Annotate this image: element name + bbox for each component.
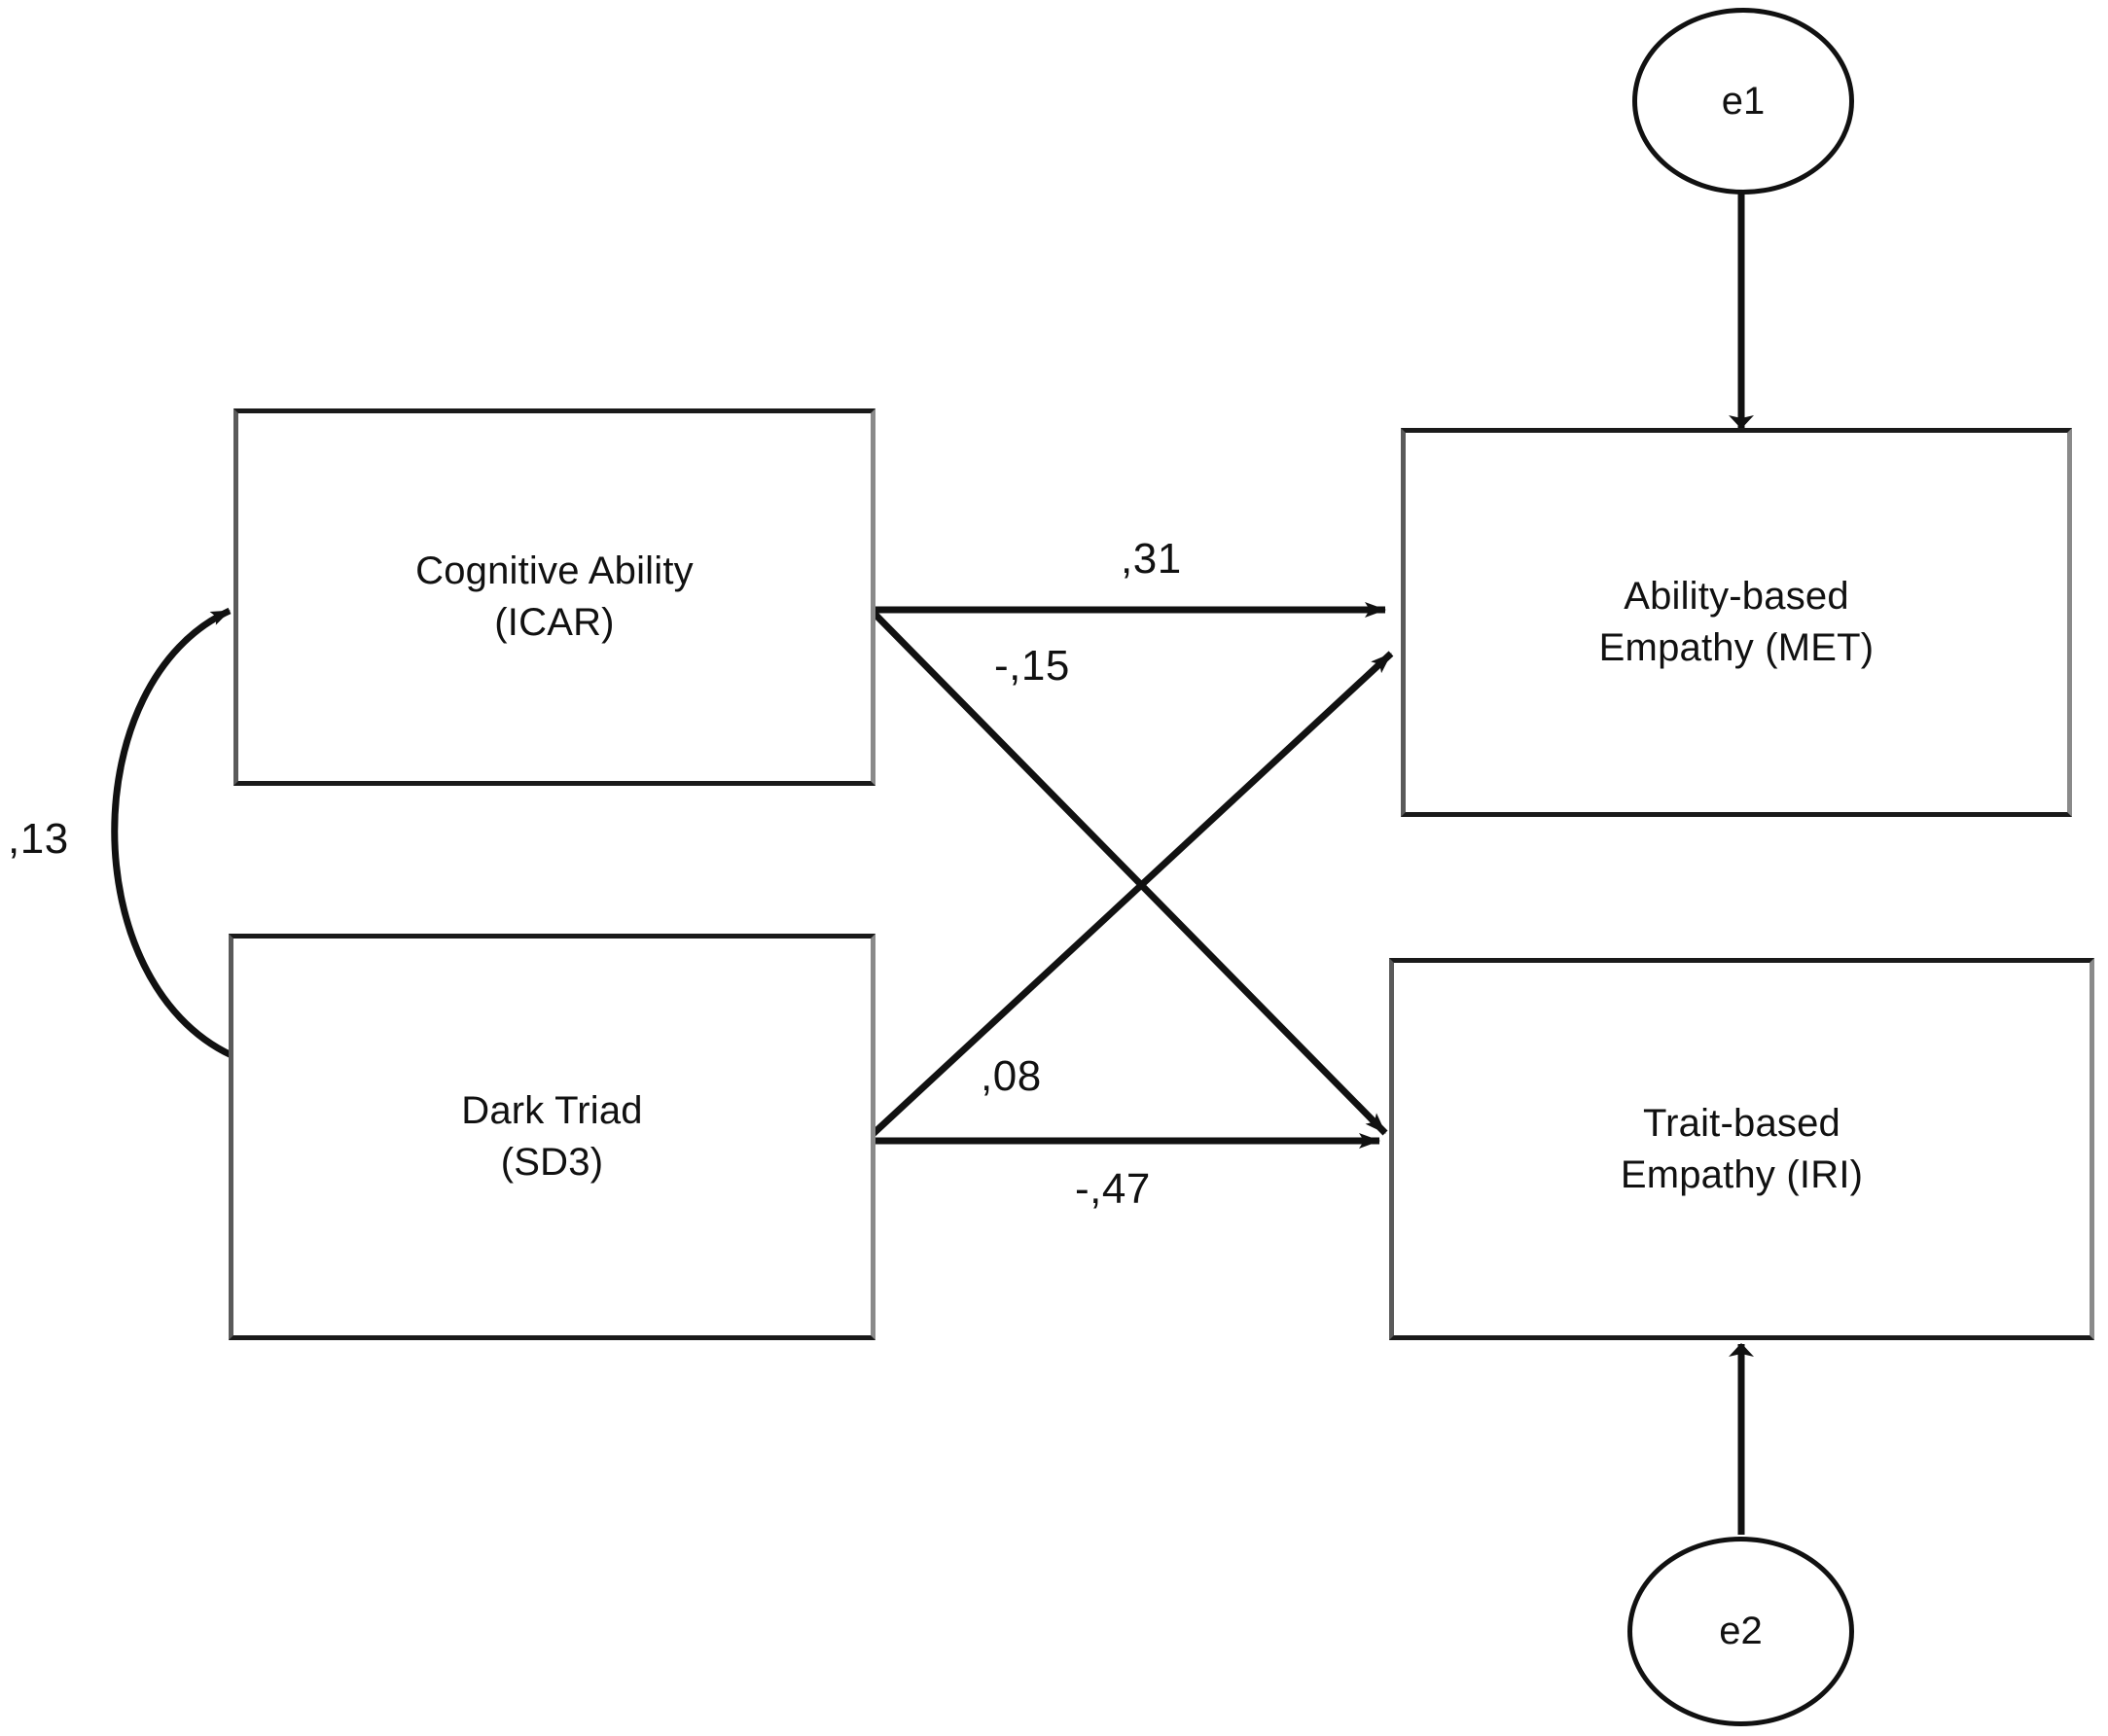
node-error-e2[interactable]: e2: [1627, 1537, 1854, 1726]
path-line-icar-iri: [871, 610, 1388, 1136]
node-ability-based-empathy-label: Ability-based Empathy (MET): [1598, 575, 1875, 669]
node-ability-based-empathy[interactable]: Ability-based Empathy (MET): [1401, 428, 2072, 817]
coefficient-sd3-met: ,08: [981, 1052, 1042, 1100]
node-trait-based-empathy[interactable]: Trait-based Empathy (IRI): [1389, 958, 2094, 1340]
node-cognitive-ability[interactable]: Cognitive Ability (ICAR): [233, 408, 875, 786]
path-line-sd3-met: [866, 651, 1394, 1141]
path-curve-icar-sd3: [111, 607, 252, 1070]
node-dark-triad[interactable]: Dark Triad (SD3): [229, 934, 875, 1340]
node-error-e1-label: e1: [1721, 79, 1766, 123]
node-dark-triad-label: Dark Triad (SD3): [461, 1089, 643, 1184]
coefficient-icar-met: ,31: [1121, 535, 1182, 583]
coefficient-icar-iri: -,15: [994, 642, 1070, 690]
node-trait-based-empathy-label: Trait-based Empathy (IRI): [1620, 1101, 1864, 1196]
coefficient-sd3-iri: -,47: [1075, 1165, 1151, 1213]
coefficient-icar-sd3: ,13: [8, 815, 69, 863]
node-error-e2-label: e2: [1719, 1610, 1763, 1652]
node-error-e1[interactable]: e1: [1632, 8, 1854, 195]
node-cognitive-ability-label: Cognitive Ability (ICAR): [415, 549, 694, 644]
